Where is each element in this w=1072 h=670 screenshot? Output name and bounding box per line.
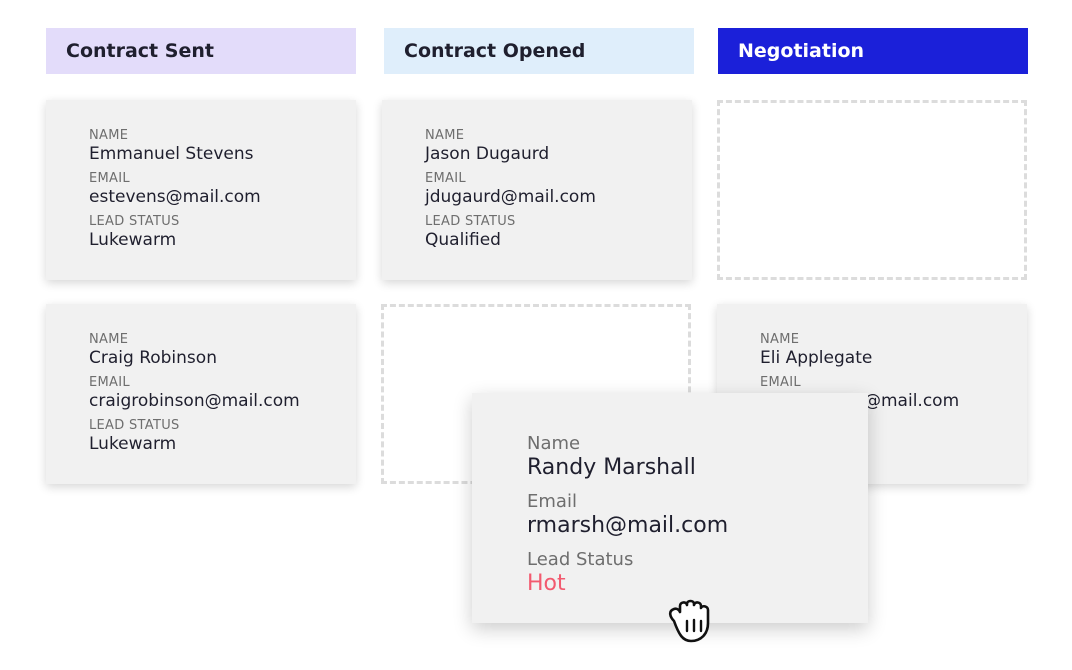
email-value: rmarsh@mail.com	[527, 513, 729, 538]
email-label: Email	[527, 491, 577, 512]
email-label: EMAIL	[425, 171, 466, 186]
name-label: NAME	[760, 332, 800, 347]
email-value: @mail.com	[760, 391, 1027, 411]
name-label: NAME	[89, 332, 129, 347]
name-value: Emmanuel Stevens	[89, 144, 254, 164]
email-label: EMAIL	[89, 171, 130, 186]
email-label: EMAIL	[760, 375, 801, 390]
column-title: Negotiation	[738, 40, 865, 62]
name-label: NAME	[425, 128, 465, 143]
name-value: Craig Robinson	[89, 348, 217, 368]
lead-status-value: Hot	[527, 571, 566, 596]
lead-status-value: Qualified	[425, 230, 501, 250]
dragged-lead-card-randy-marshall[interactable]: Name Randy Marshall Email rmarsh@mail.co…	[472, 393, 868, 623]
email-value: estevens@mail.com	[89, 187, 261, 207]
lead-status-value: Lukewarm	[89, 230, 177, 250]
email-label: EMAIL	[89, 375, 130, 390]
lead-status-label: LEAD STATUS	[89, 214, 180, 229]
lead-status-label: LEAD STATUS	[89, 418, 180, 433]
lead-status-value: Lukewarm	[89, 434, 177, 454]
lead-card-craig-robinson[interactable]: NAME Craig Robinson EMAIL craigrobinson@…	[46, 304, 356, 484]
name-label: NAME	[89, 128, 129, 143]
column-title: Contract Sent	[66, 40, 214, 62]
column-header-negotiation[interactable]: Negotiation	[718, 28, 1028, 74]
name-label: Name	[527, 433, 581, 454]
grab-hand-icon	[668, 599, 710, 643]
column-header-contract-sent[interactable]: Contract Sent	[46, 28, 356, 74]
column-header-contract-opened[interactable]: Contract Opened	[384, 28, 694, 74]
name-value: Eli Applegate	[760, 348, 873, 368]
lead-status-label: LEAD STATUS	[425, 214, 516, 229]
drop-placeholder-negotiation[interactable]	[717, 100, 1027, 280]
email-value: craigrobinson@mail.com	[89, 391, 300, 411]
email-value: jdugaurd@mail.com	[425, 187, 596, 207]
lead-card-jason-dugaurd[interactable]: NAME Jason Dugaurd EMAIL jdugaurd@mail.c…	[382, 100, 692, 280]
name-value: Randy Marshall	[527, 455, 696, 480]
lead-card-emmanuel-stevens[interactable]: NAME Emmanuel Stevens EMAIL estevens@mai…	[46, 100, 356, 280]
name-value: Jason Dugaurd	[425, 144, 550, 164]
column-title: Contract Opened	[404, 40, 586, 62]
lead-status-label: Lead Status	[527, 549, 634, 570]
email-partial: @mail.com	[864, 391, 960, 411]
